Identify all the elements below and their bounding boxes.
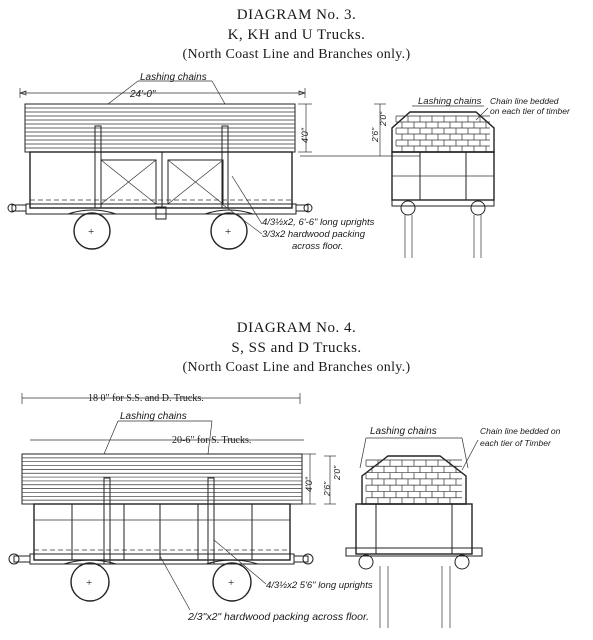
diagram-3-end-view: Lashing chains Chain line bedded on each… [370,96,571,258]
diagram-3-packing-label-2: across floor. [292,241,343,252]
diagram-4-end-view: Lashing chains Chain line bedded on each… [322,426,561,628]
diagram-3-chain-line-label: Chain line bedded [490,96,559,106]
diagram-4-title: DIAGRAM No. 4. [236,320,357,336]
svg-text:+: + [88,226,94,238]
diagram-4-end-height-a: 2'6" [322,481,332,497]
diagram-3-length-label: 24'-0" [129,89,156,100]
diagram-4-note: (North Coast Line and Branches only.) [182,360,411,375]
diagram-4-end-height-b: 2'0" [332,465,342,481]
diagram-3-lashing-label: Lashing chains [140,72,207,83]
diagram-4-chain-line-label-2: each tier of Timber [480,438,552,448]
diagram-4-length-long: 18 0" for S.S. and D. Trucks. [88,393,204,404]
diagram-3-title: DIAGRAM No. 3. [236,7,357,23]
diagram-4-packing-label: 2/3"x2" hardwood packing across floor. [187,611,369,623]
diagram-3-height-label: 4'0" [300,127,310,143]
diagram-3-uprights-label: 4/3½x2, 6'-6" long uprights [262,217,375,228]
diagram-3-packing-label: 3/3x2 hardwood packing [262,229,366,240]
diagram-3-end-lashing-label: Lashing chains [418,96,482,107]
diagram-4-uprights-label: 4/3½x2 5'6" long uprights [266,580,373,591]
diagram-4-end-lashing-label: Lashing chains [370,426,437,437]
diagram-4-subtitle: S, SS and D Trucks. [231,340,362,356]
diagram-3-note: (North Coast Line and Branches only.) [182,47,411,62]
diagram-3-side-view: 24'-0" Lashing chains [7,72,420,252]
diagram-4-height-label: 4'0" [304,476,314,492]
diagram-3-end-height-b: 2'0" [378,111,388,127]
diagram-4-length-short: 20-6" for S. Trucks. [172,435,251,446]
diagram-4-lashing-label: Lashing chains [120,411,187,422]
svg-text:+: + [86,577,92,589]
diagram-3-end-height-a: 2'6" [370,127,380,143]
svg-text:+: + [228,577,234,589]
svg-text:+: + [225,226,231,238]
diagram-3-chain-line-label-2: on each tier of timber [490,106,571,116]
diagram-4-chain-line-label: Chain line bedded on [480,426,561,436]
diagram-4-side-view: 18 0" for S.S. and D. Trucks. Lashing ch… [8,393,373,623]
diagram-3-subtitle: K, KH and U Trucks. [227,27,366,43]
